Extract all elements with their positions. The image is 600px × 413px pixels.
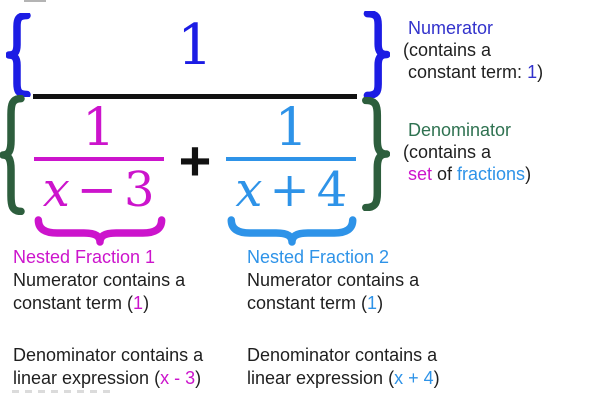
nf2-para2-line2: linear expression (x + 4): [247, 367, 440, 390]
nested-fraction-2-note: Nested Fraction 2 Numerator contains a c…: [247, 246, 440, 390]
plus-operator-small: +: [269, 162, 310, 218]
nested-fraction-2: 1 x+4: [226, 98, 357, 217]
nf1-para1-highlight: 1: [133, 293, 144, 313]
nested-fraction-1: 1 x−3: [33, 98, 164, 217]
nf2-para1-line2-prefix: constant term (: [247, 293, 368, 313]
nested-fraction-2-numerator: 1: [274, 98, 308, 158]
nf1-para2-line2-prefix: linear expression (: [13, 368, 161, 388]
nested-fraction-2-note-title: Nested Fraction 2: [247, 247, 390, 267]
nested-fraction-1-underbrace-icon: [33, 216, 167, 246]
numerator-note-line3-suffix: ): [537, 62, 544, 82]
nf2-para1-line1: Numerator contains a: [247, 270, 420, 290]
nf1-para1-line2: constant term (1): [13, 292, 203, 315]
denominator-close-brace-icon: [360, 97, 390, 211]
nf2-para2-line2-suffix: ): [433, 368, 440, 388]
denominator-open-brace-icon: [0, 95, 26, 215]
denominator-note-set: set: [408, 164, 433, 184]
main-fraction-bar: [33, 94, 357, 99]
numerator-note-line2: (contains a: [403, 40, 492, 60]
minus-operator: −: [76, 162, 118, 218]
constant-3: 3: [124, 162, 155, 218]
variable-x: x: [235, 162, 263, 218]
nf1-para2-highlight: x - 3: [160, 368, 196, 388]
nf2-para1-line2-suffix: ): [377, 293, 384, 313]
nf1-para1-line2-prefix: constant term (: [13, 293, 134, 313]
crop-artifact-top: [24, 0, 46, 2]
nested-fraction-1-bar: [33, 157, 164, 161]
numerator-note-title: Numerator: [408, 18, 494, 38]
nested-fraction-2-denominator: x+4: [235, 163, 347, 217]
outer-numerator: 1: [177, 13, 213, 78]
nf1-para2-line1: Denominator contains a: [13, 345, 204, 365]
variable-x: x: [42, 162, 70, 218]
crop-artifact-bottom: [12, 390, 114, 393]
denominator-note-of: of: [432, 164, 458, 184]
nf1-para1-line2-suffix: ): [143, 293, 150, 313]
numerator-note-line3-prefix: constant term:: [408, 62, 528, 82]
nested-fraction-1-note: Nested Fraction 1 Numerator contains a c…: [13, 246, 203, 390]
nested-fraction-1-note-title: Nested Fraction 1: [13, 247, 156, 267]
nf2-para2-highlight: x + 4: [394, 368, 434, 388]
nested-fraction-1-denominator: x−3: [43, 163, 155, 217]
nf2-para2-line1: Denominator contains a: [247, 345, 438, 365]
numerator-note-line3: constant term: 1): [403, 61, 543, 83]
nested-fraction-2-bar: [226, 157, 357, 161]
nf1-para2-line2: linear expression (x - 3): [13, 367, 203, 390]
numerator-open-brace-icon: [6, 13, 32, 97]
numerator-note: Numerator (contains a constant term: 1): [403, 17, 543, 83]
numerator-note-highlight: 1: [527, 62, 538, 82]
denominator-note-line3: set of fractions): [403, 163, 531, 185]
nf2-para1-highlight: 1: [367, 293, 378, 313]
nf1-para2-line2-suffix: ): [195, 368, 202, 388]
numerator-close-brace-icon: [362, 11, 390, 98]
nf1-para1-line1: Numerator contains a: [13, 270, 186, 290]
denominator-note-line2: (contains a: [403, 142, 492, 162]
nf2-para2-line2-prefix: linear expression (: [247, 368, 395, 388]
constant-4: 4: [316, 162, 348, 218]
denominator-note-fractions: fractions: [457, 164, 526, 184]
plus-operator: +: [178, 129, 212, 192]
nested-fraction-1-numerator: 1: [82, 98, 116, 158]
denominator-note: Denominator (contains a set of fractions…: [403, 119, 531, 185]
denominator-note-title: Denominator: [408, 120, 512, 140]
denominator-expression: 1 x−3 + 1 x+4: [33, 100, 357, 218]
nf2-para1-line2: constant term (1): [247, 292, 440, 315]
nested-fraction-2-underbrace-icon: [226, 216, 358, 246]
denominator-note-suffix: ): [525, 164, 532, 184]
